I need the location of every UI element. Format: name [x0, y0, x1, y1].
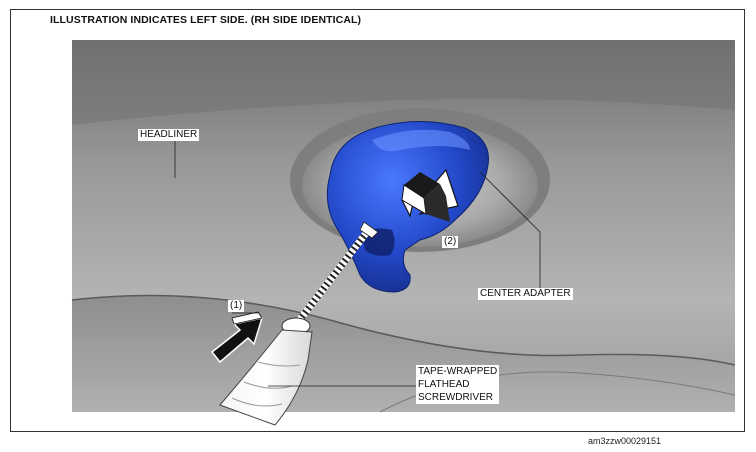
label-screwdriver-line2: FLATHEAD — [418, 379, 470, 390]
label-center-adapter: CENTER ADAPTER — [478, 288, 573, 300]
center-adapter-highlight — [372, 129, 470, 152]
ceiling-band — [72, 40, 735, 125]
label-screwdriver: TAPE-WRAPPED FLATHEAD SCREWDRIVER — [416, 365, 500, 404]
center-adapter-leader — [479, 171, 541, 288]
label-step-1: (1) — [228, 300, 245, 312]
trim-edge-line — [71, 294, 736, 366]
label-screwdriver-line1: TAPE-WRAPPED — [418, 366, 498, 377]
label-headliner: HEADLINER — [138, 129, 200, 141]
label-screwdriver-line3: SCREWDRIVER — [418, 392, 494, 403]
page-title: ILLUSTRATION INDICATES LEFT SIDE. (RH SI… — [50, 14, 362, 26]
document-id: am3zzw00029151 — [588, 436, 662, 446]
arrow-step-2 — [401, 168, 459, 222]
screwdriver-handle — [219, 317, 313, 426]
screwdriver-shaft — [295, 221, 379, 325]
label-step-2: (2) — [442, 236, 459, 248]
arrow-step-1 — [210, 311, 264, 364]
